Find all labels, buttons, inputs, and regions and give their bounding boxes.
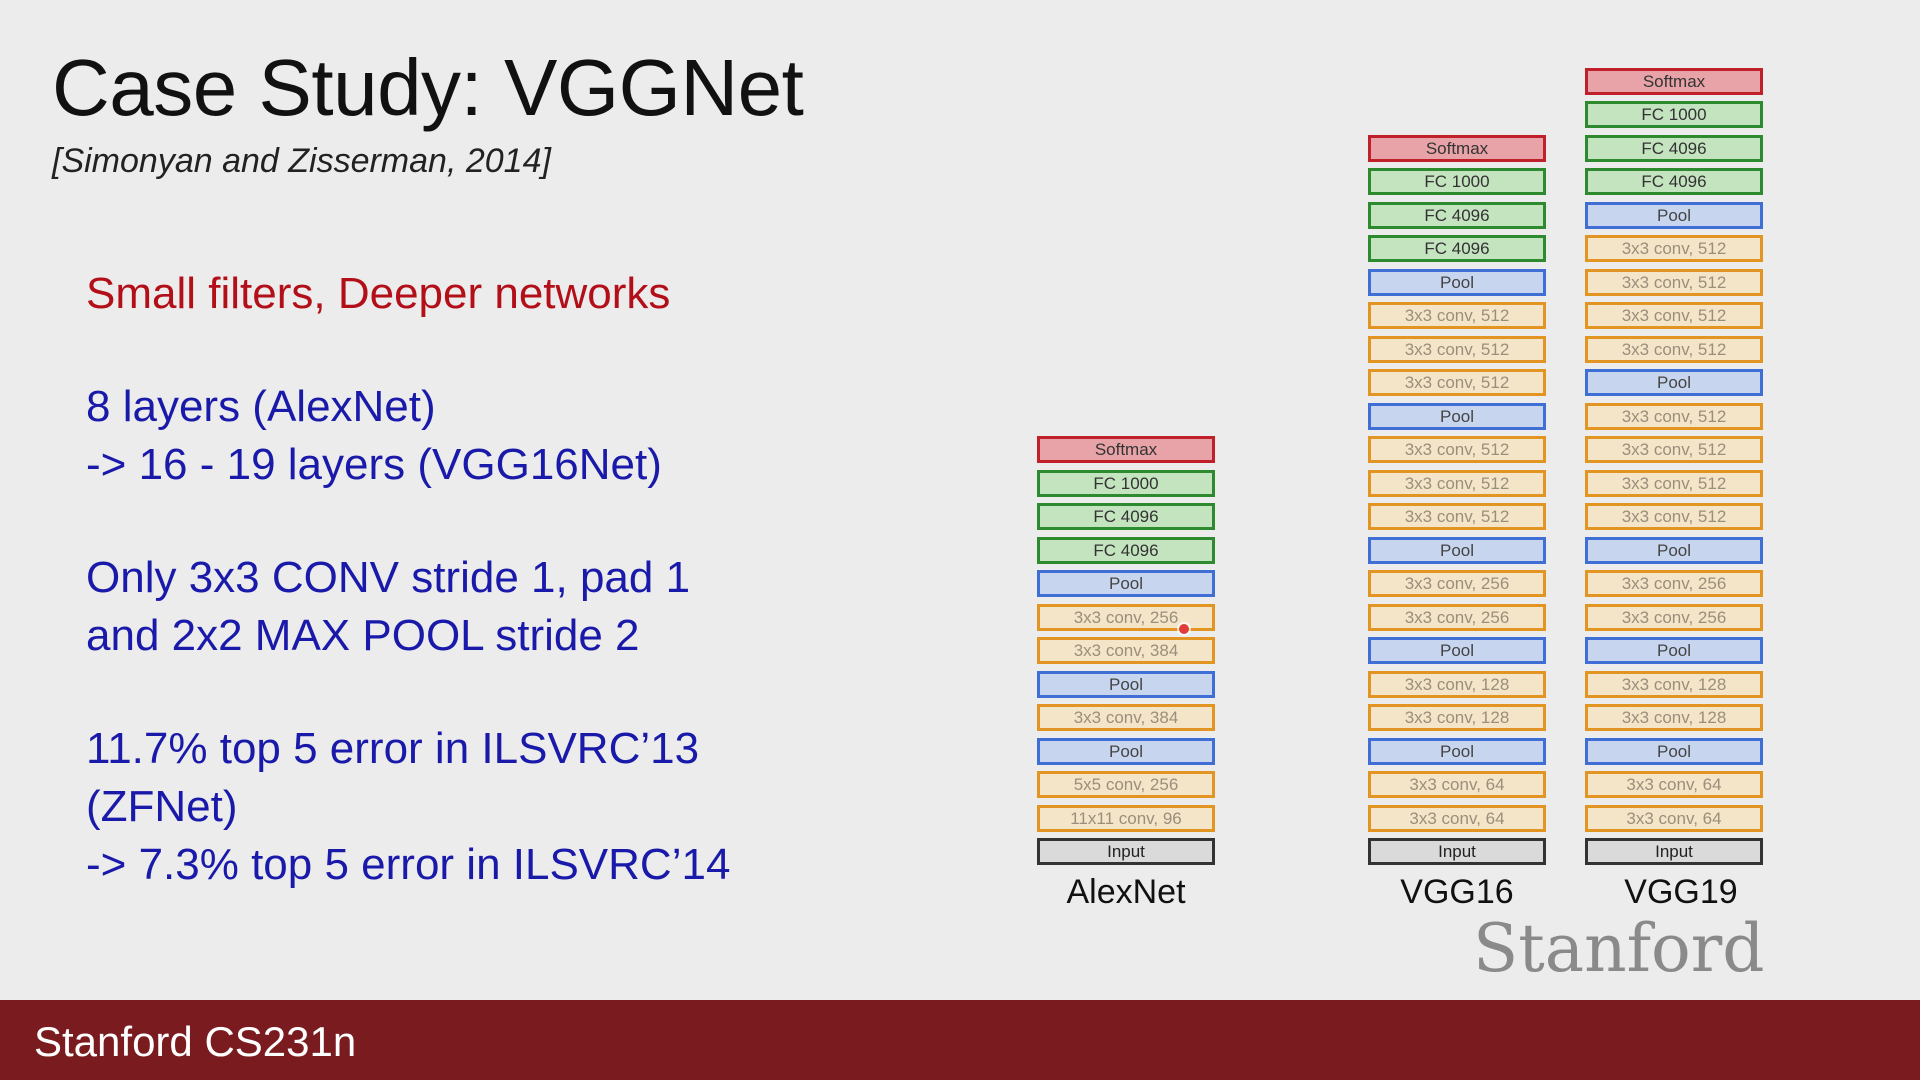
footer-text: Stanford CS231n <box>34 1018 357 1065</box>
alexnet-layer-pool: Pool <box>1037 570 1215 597</box>
paragraph-layers: 8 layers (AlexNet) -> 16 - 19 layers (VG… <box>86 378 906 494</box>
alexnet-layer-pool: Pool <box>1037 737 1215 765</box>
vgg16-layer-pool: Pool <box>1368 536 1546 564</box>
paragraph-line: and 2x2 MAX POOL stride 2 <box>86 611 640 660</box>
vgg19-layer-conv: 3x3 conv, 64 <box>1585 771 1763 798</box>
vgg16-layer-conv: 3x3 conv, 512 <box>1368 503 1546 530</box>
alexnet-layer-input: Input <box>1037 838 1215 865</box>
vgg16-layer-pool: Pool <box>1368 637 1546 664</box>
vgg19-layer-fc: FC 4096 <box>1585 134 1763 162</box>
vgg19-layer-fc: FC 1000 <box>1585 101 1763 128</box>
vgg16-layer-pool: Pool <box>1368 402 1546 430</box>
vgg19-layer-conv: 3x3 conv, 512 <box>1585 436 1763 463</box>
vgg19-layer-conv: 3x3 conv, 512 <box>1585 302 1763 329</box>
alexnet-layer-conv: 5x5 conv, 256 <box>1037 771 1215 798</box>
vgg16-layer-fc: FC 1000 <box>1368 168 1546 195</box>
vgg16-layer-conv: 3x3 conv, 256 <box>1368 570 1546 597</box>
vgg19-label: VGG19 <box>1624 873 1738 911</box>
paragraph-line: 8 layers (AlexNet) <box>86 382 436 431</box>
paragraph-line: Only 3x3 CONV stride 1, pad 1 <box>86 553 691 602</box>
pointer-dot <box>1179 624 1189 634</box>
vgg16-layer-conv: 3x3 conv, 256 <box>1368 603 1546 631</box>
vgg19-layer-pool: Pool <box>1585 536 1763 564</box>
vgg16-layer-conv: 3x3 conv, 128 <box>1368 670 1546 698</box>
paragraph-line: (ZFNet) <box>86 782 238 831</box>
vgg19-layer-conv: 3x3 conv, 64 <box>1585 804 1763 832</box>
paragraph-line: 11.7% top 5 error in ILSVRC’13 <box>86 724 700 773</box>
vgg19-layer-conv: 3x3 conv, 128 <box>1585 704 1763 731</box>
vgg16-layer-input: Input <box>1368 838 1546 865</box>
vgg19-layer-softmax: Softmax <box>1585 67 1763 95</box>
vgg16-layer-conv: 3x3 conv, 64 <box>1368 771 1546 798</box>
vgg16-layer-conv: 3x3 conv, 512 <box>1368 302 1546 329</box>
vgg19-layer-pool: Pool <box>1585 737 1763 765</box>
alexnet-layer-fc: FC 1000 <box>1037 469 1215 497</box>
vgg19-layer-conv: 3x3 conv, 256 <box>1585 570 1763 597</box>
vgg16-layer-fc: FC 4096 <box>1368 235 1546 262</box>
vgg19-layer-fc: FC 4096 <box>1585 168 1763 195</box>
paragraph-line: -> 16 - 19 layers (VGG16Net) <box>86 440 662 489</box>
paragraph-line: -> 7.3% top 5 error in ILSVRC’14 <box>86 840 731 889</box>
footer-bar: Stanford CS231n <box>0 1000 1920 1080</box>
vgg19-layer-conv: 3x3 conv, 512 <box>1585 503 1763 530</box>
vgg16-label: VGG16 <box>1400 873 1514 911</box>
vgg19-layer-conv: 3x3 conv, 512 <box>1585 402 1763 430</box>
vgg19-layer-conv: 3x3 conv, 512 <box>1585 469 1763 497</box>
alexnet-layer-pool: Pool <box>1037 670 1215 698</box>
paragraph-error: 11.7% top 5 error in ILSVRC’13 (ZFNet) -… <box>86 720 906 894</box>
vgg16-layer-conv: 3x3 conv, 512 <box>1368 369 1546 396</box>
vgg19-layer-conv: 3x3 conv, 128 <box>1585 670 1763 698</box>
vgg16-layer-pool: Pool <box>1368 268 1546 296</box>
alexnet-layer-conv: 3x3 conv, 384 <box>1037 704 1215 731</box>
slide-subtitle: [Simonyan and Zisserman, 2014] <box>52 142 551 180</box>
alexnet-label: AlexNet <box>1066 873 1186 911</box>
stanford-logo: Stanford <box>1473 910 1765 987</box>
vgg19-layer-conv: 3x3 conv, 512 <box>1585 268 1763 296</box>
alexnet-layer-conv: 3x3 conv, 384 <box>1037 637 1215 664</box>
vgg16-layer-conv: 3x3 conv, 512 <box>1368 436 1546 463</box>
vgg16-layer-softmax: Softmax <box>1368 134 1546 162</box>
vgg19-layer-pool: Pool <box>1585 369 1763 396</box>
bullet-list: Small filters, Deeper networks 8 layers … <box>86 265 906 949</box>
alexnet-layer-fc: FC 4096 <box>1037 536 1215 564</box>
slide-title: Case Study: VGGNet <box>52 43 804 132</box>
paragraph-conv: Only 3x3 CONV stride 1, pad 1 and 2x2 MA… <box>86 549 906 665</box>
alexnet-layer-fc: FC 4096 <box>1037 503 1215 530</box>
vgg19-layer-pool: Pool <box>1585 201 1763 229</box>
vgg19-layer-conv: 3x3 conv, 512 <box>1585 235 1763 262</box>
alexnet-layer-softmax: Softmax <box>1037 436 1215 463</box>
vgg19-layer-conv: 3x3 conv, 256 <box>1585 603 1763 631</box>
vgg16-layer-conv: 3x3 conv, 128 <box>1368 704 1546 731</box>
vgg16-layer-fc: FC 4096 <box>1368 201 1546 229</box>
vgg16-layer-conv: 3x3 conv, 512 <box>1368 469 1546 497</box>
vgg19-layer-input: Input <box>1585 838 1763 865</box>
vgg19-layer-pool: Pool <box>1585 637 1763 664</box>
highlight-text: Small filters, Deeper networks <box>86 269 671 318</box>
vgg19-layer-conv: 3x3 conv, 512 <box>1585 335 1763 363</box>
vgg16-layer-conv: 3x3 conv, 64 <box>1368 804 1546 832</box>
vgg16-layer-conv: 3x3 conv, 512 <box>1368 335 1546 363</box>
vgg16-layer-pool: Pool <box>1368 737 1546 765</box>
alexnet-layer-conv: 11x11 conv, 96 <box>1037 804 1215 832</box>
